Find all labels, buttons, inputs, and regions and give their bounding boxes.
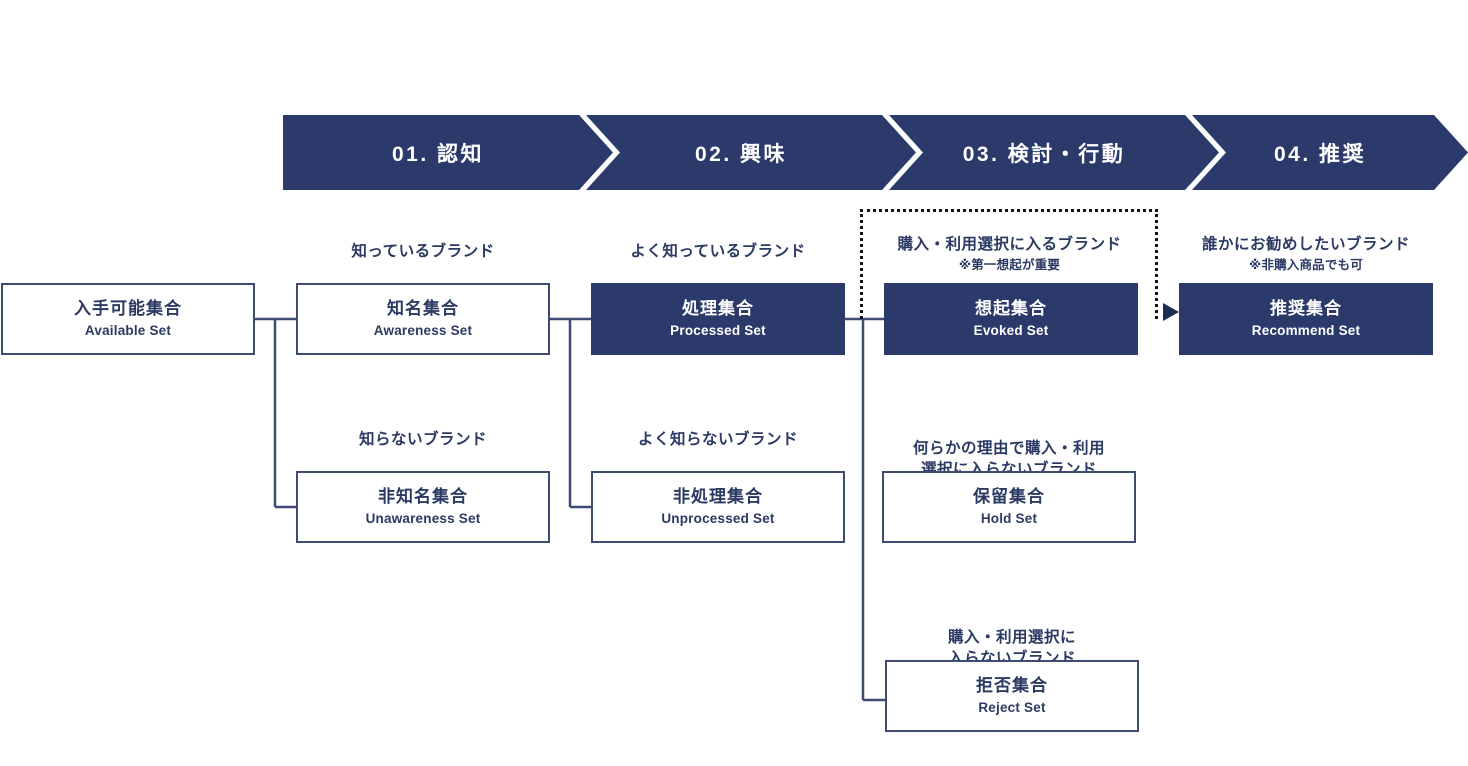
stage-chevron-02[interactable]: 02. 興味 <box>586 115 916 190</box>
box-available-set[interactable]: 入手可能集合 Available Set <box>1 283 255 355</box>
caption-unprocessed: よく知らないブランド <box>591 430 845 451</box>
box-unprocessed-set[interactable]: 非処理集合 Unprocessed Set <box>591 471 845 543</box>
box-awareness-set[interactable]: 知名集合 Awareness Set <box>296 283 550 355</box>
box-reject-set[interactable]: 拒否集合 Reject Set <box>885 660 1139 732</box>
caption-main: よく知らないブランド <box>637 431 798 448</box>
box-title-jp: 非知名集合 <box>378 486 468 506</box>
box-title-jp: 推奨集合 <box>1270 298 1342 318</box>
box-title-en: Processed Set <box>670 323 766 339</box>
box-title-en: Reject Set <box>978 700 1046 716</box>
evoked-highlight-frame <box>860 209 1158 319</box>
caption-unawareness: 知らないブランド <box>296 430 550 451</box>
box-unawareness-set[interactable]: 非知名集合 Unawareness Set <box>296 471 550 543</box>
caption-sub: ※非購入商品でも可 <box>1249 257 1363 272</box>
caption-awareness: 知っているブランド <box>296 242 550 263</box>
caption-main: 誰かにお勧めしたいブランド <box>1201 236 1410 253</box>
box-title-en: Awareness Set <box>373 323 473 339</box>
box-title-jp: 知名集合 <box>387 298 459 318</box>
box-title-en: Available Set <box>84 323 172 339</box>
caption-main: 購入・利用選択に入るブランド <box>897 236 1122 253</box>
caption-main: よく知っているブランド <box>630 243 806 260</box>
stage-label: 02. 興味 <box>694 142 788 166</box>
box-title-jp: 非処理集合 <box>673 486 763 506</box>
caption-main: 知らないブランド <box>358 431 487 448</box>
box-title-en: Unawareness Set <box>365 511 481 527</box>
stage-chevron-03[interactable]: 03. 検討・行動 <box>889 115 1219 190</box>
stage-chevron-01[interactable]: 01. 認知 <box>283 115 613 190</box>
stage-label: 04. 推奨 <box>1273 142 1367 166</box>
caption-sub: ※第一想起が重要 <box>958 257 1061 272</box>
box-title-en: Evoked Set <box>973 323 1049 339</box>
box-title-en: Hold Set <box>980 511 1038 527</box>
stage-label: 01. 認知 <box>391 142 485 166</box>
box-title-jp: 処理集合 <box>682 298 754 318</box>
box-title-jp: 想起集合 <box>975 298 1047 318</box>
box-title-jp: 拒否集合 <box>976 675 1048 695</box>
caption-processed: よく知っているブランド <box>591 242 845 263</box>
caption-main: 知っているブランド <box>351 243 495 260</box>
box-title-en: Recommend Set <box>1251 323 1361 339</box>
stage-chevron-04[interactable]: 04. 推奨 <box>1192 115 1468 190</box>
box-title-jp: 保留集合 <box>973 486 1045 506</box>
box-evoked-set[interactable]: 想起集合 Evoked Set <box>884 283 1138 355</box>
stage-label: 03. 検討・行動 <box>962 142 1126 166</box>
box-title-jp: 入手可能集合 <box>74 298 182 318</box>
box-hold-set[interactable]: 保留集合 Hold Set <box>882 471 1136 543</box>
caption-recommend: 誰かにお勧めしたいブランド ※非購入商品でも可 <box>1172 235 1440 274</box>
caption-evoked: 購入・利用選択に入るブランド ※第一想起が重要 <box>872 235 1147 274</box>
box-title-en: Unprocessed Set <box>661 511 775 527</box>
box-recommend-set[interactable]: 推奨集合 Recommend Set <box>1179 283 1433 355</box>
arrow-right-icon <box>1163 303 1179 321</box>
box-processed-set[interactable]: 処理集合 Processed Set <box>591 283 845 355</box>
stage-bar: 01. 認知 02. 興味 03. 検討・行動 04. 推奨 <box>283 115 1468 190</box>
